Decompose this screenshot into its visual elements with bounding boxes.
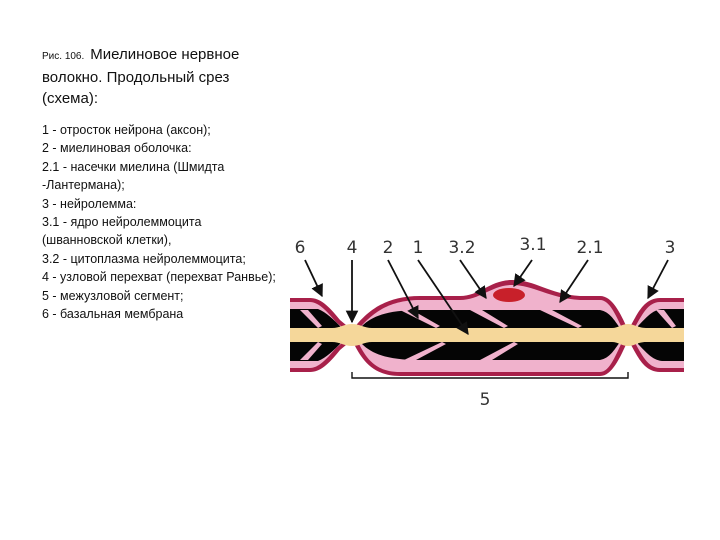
legend-item-5: 5 - межузловой сегмент; [42,288,184,303]
legend-item-2-1: 2.1 - насечки миелина (Шмидта -Лантерман… [42,159,225,193]
legend-item-4: 4 - узловой перехват (перехват Ранвье); [42,270,276,285]
legend-item-3-2: 3.2 - цитоплазма нейролеммоцита; [42,251,246,266]
internodal-bracket [351,372,629,379]
legend-item-1: 1 - отросток нейрона (аксон); [42,123,211,137]
caption-title: Рис. 106.Миелиновое нервное волокно. Про… [42,44,277,109]
legend-list: 1 - отросток нейрона (аксон); 2 - миелин… [42,121,277,323]
legend-item-6: 6 - базальная мембрана [42,307,184,322]
legend-item-2: 2 - миелиновая оболочка: [42,141,192,156]
myelin-incisures [300,310,676,360]
neurolemmocyte-nucleus [493,288,525,302]
label-5: 5 [480,390,491,408]
figure-number: Рис. 106. [42,51,85,62]
label-3: 3 [665,238,676,258]
label-4: 4 [347,238,358,258]
label-6: 6 [295,238,306,258]
label-3-2: 3.2 [448,238,475,258]
axon [290,324,684,346]
legend-item-3-1: 3.1 - ядро нейролеммоцита (шванновской к… [42,215,202,248]
pointer-arrows [304,259,669,336]
label-1: 1 [413,238,424,258]
label-2-1: 2.1 [576,238,603,258]
figure-title: Миелиновое нервное волокно. Продольный с… [42,46,240,107]
figure-caption: Рис. 106.Миелиновое нервное волокно. Про… [42,44,277,323]
label-2: 2 [383,238,394,258]
label-3-1: 3.1 [519,235,546,255]
myelinated-fiber-diagram: 6 4 2 1 3.2 3.1 2.1 3 5 [290,235,684,408]
legend-item-3: 3 - нейролемма: [42,196,137,211]
